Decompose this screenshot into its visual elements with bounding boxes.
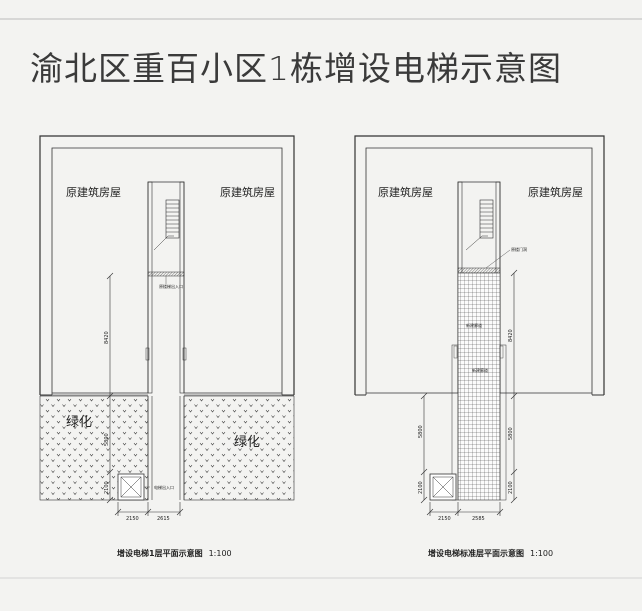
right-house-label-b: 原建筑房屋: [528, 185, 583, 199]
left-house-label-a: 原建筑房屋: [66, 185, 121, 199]
dim-8420: 8420: [104, 331, 110, 344]
drawing-title: 渝北区重百小区1栋增设电梯示意图: [30, 49, 562, 88]
dim-2150: 2150: [126, 516, 139, 522]
dim-right-2585: 2585: [472, 516, 485, 522]
green-label-right: 绿化: [234, 435, 260, 450]
left-plan-caption: 增设电梯1层平面示意图 1:100: [117, 548, 232, 559]
dim-right-8420: 8420: [508, 329, 514, 342]
note-corridor: 新建廊道: [466, 322, 482, 328]
note-elevator-entrance: 电梯出入口: [154, 484, 174, 490]
left-caption-scale: 1:100: [208, 549, 232, 558]
dim-right-2150: 2150: [438, 516, 451, 522]
note-mid: 新建廊道: [472, 367, 488, 373]
left-caption-title: 增设电梯1层平面示意图: [117, 549, 203, 558]
left-plan: 原楼梯出入口 电梯出入口: [39, 135, 295, 522]
right-caption-title: 增设电梯标准层平面示意图: [428, 549, 524, 558]
right-plan-caption: 增设电梯标准层平面示意图 1:100: [428, 548, 553, 559]
dim-right-5800: 5800: [508, 427, 514, 440]
dim-5800: 5800: [104, 433, 110, 446]
dim-2100: 2100: [104, 481, 110, 494]
dim-left-2100: 2100: [418, 481, 424, 494]
left-house-label-b: 原建筑房屋: [220, 185, 275, 199]
dim-left-5800: 5800: [418, 425, 424, 438]
right-caption-scale: 1:100: [530, 549, 554, 558]
dim-2615: 2615: [157, 516, 170, 522]
green-label-left: 绿化: [66, 415, 92, 430]
dim-right-2100: 2100: [508, 481, 514, 494]
right-plan: 原楼门洞 新建廊道 新建廊道 5800 2100: [354, 135, 605, 522]
note-door: 原楼门洞: [511, 246, 527, 252]
right-house-label-a: 原建筑房屋: [378, 185, 433, 199]
note-stair-entrance: 原楼梯出入口: [159, 283, 183, 289]
